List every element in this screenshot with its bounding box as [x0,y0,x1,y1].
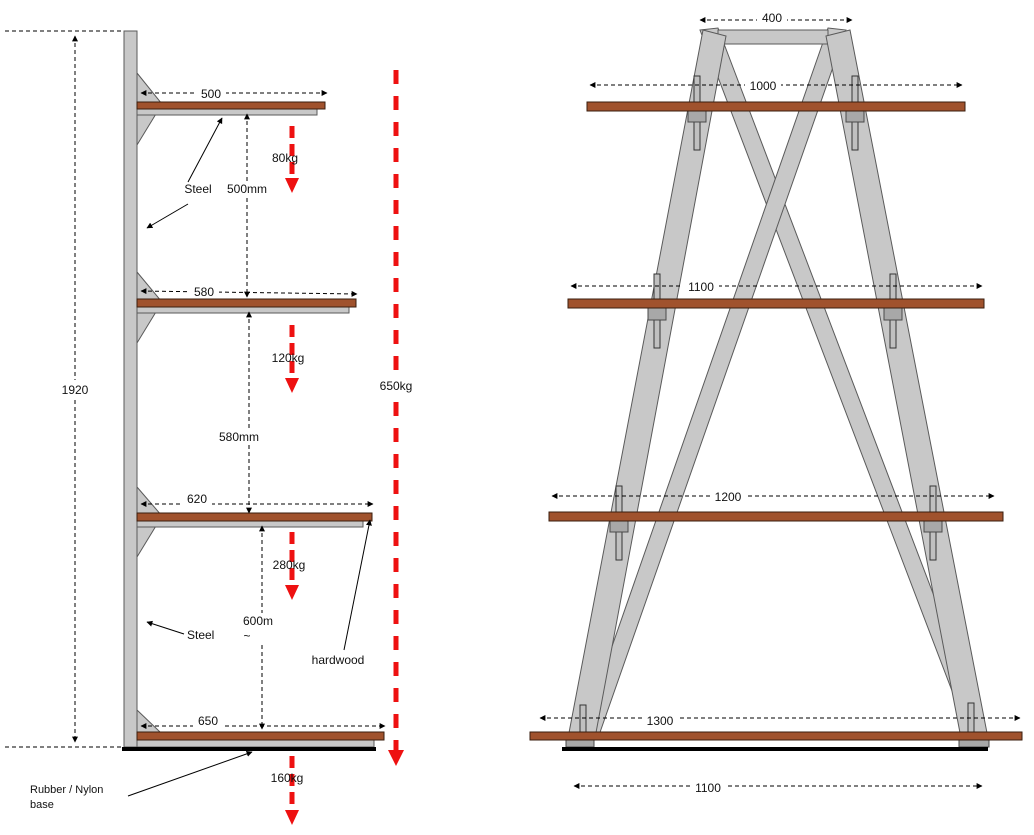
rubber-nylon-base [122,747,376,751]
load-1-label: 80kg [272,151,298,165]
arm-1: 500 [136,71,328,147]
load-2-label: 120kg [272,351,305,365]
top-width-label-bg [757,10,787,24]
shelf-1: 1000 [586,75,966,151]
shelf-4-left-bolt [579,704,587,736]
spacing-3-label-bg [240,613,278,643]
shelf-2: 1100 [567,273,985,349]
shelf-1-right-clamp [845,109,865,123]
base-width-label: 1100 [695,781,721,795]
shelf-3: 1200 [548,485,1004,561]
steel-bottom-label: Steel [187,628,214,642]
shelf-4-length-label: 1300 [647,714,674,728]
shelf-3-hardwood [548,511,1004,522]
arm-2-length-label: 580 [194,285,214,299]
load-4-label: 160kg [271,771,304,785]
spacing-3-label-tail: ~ [243,629,250,643]
load-arrow-1-head [285,178,299,193]
shelf-1-hardwood [586,101,966,112]
load-3-label: 280kg [273,558,306,572]
shelf-3-label-bg [710,489,746,503]
shelf-3-length-label: 1200 [715,490,742,504]
shelf-2-left-clamp [647,307,667,321]
total-load-arrow: 650kg [380,70,413,766]
load-arrow-4-head [285,810,299,825]
load-arrow-3-head [285,585,299,600]
load-arrow-4: 160kg [271,756,304,825]
arm-3-steel [136,520,364,528]
shelf-3-left-clamp [609,519,629,533]
steel-column-leader [146,203,189,229]
shelf-4-hardwood [529,731,1023,741]
arm-2-length-dimension [140,288,358,297]
total-load-label: 650kg [380,379,413,393]
arm-4: 650 [136,708,386,748]
load-arrow-3: 280kg [273,532,306,600]
arm-1-label-bg [196,86,226,100]
base-width-label-bg [690,780,726,794]
base-leader [127,750,253,797]
load-arrow-2-head [285,378,299,393]
arm-4-gusset [136,708,162,735]
spacing-2-label: 580mm [219,430,259,444]
shelf-4-right-bolt [967,702,975,736]
arm-2-label-bg [189,284,219,298]
cross-brace-right-to-left [579,27,847,739]
arm-4-steel [136,739,375,748]
arm-4-length-label: 650 [198,714,218,728]
load-arrow-1: 80kg [272,126,299,193]
arm-4-hardwood [136,731,385,741]
top-width-label: 400 [762,11,782,25]
spacing-1-label: 500mm [227,182,267,196]
shelf-1-length-label: 1000 [750,79,777,93]
arm-1-hardwood [136,101,326,110]
shelf-2-label-bg [683,279,719,293]
shelf-2-right-clamp [883,307,903,321]
shelf-4: 1300 [529,702,1023,741]
spacing-2-label-bg [214,429,264,443]
shelf-1-left-clamp [687,109,707,123]
steel-lower-leader [146,620,185,635]
steel-arm-leader [187,117,223,183]
upright-column [123,30,138,748]
height-label: 1920 [62,383,89,397]
spacing-1-label-bg [222,181,272,195]
arm-3-hardwood [136,512,373,522]
base-label-line1: Rubber / Nylon [30,784,103,796]
top-cross-bar [717,29,829,45]
left-leg [567,29,727,739]
total-load-arrow-head [388,750,404,766]
arm-2-steel [136,306,350,314]
arm-2-hardwood [136,298,357,308]
shelf-4-label-bg [642,712,678,726]
hardwood-leader [343,519,372,651]
base-label-line2: base [30,799,54,811]
arm-4-label-bg [193,713,223,727]
arm-3-length-label: 620 [187,492,207,506]
side-view: 1920 500 580 620 [5,30,413,825]
shelf-3-right-clamp [923,519,943,533]
arm-1-steel [136,108,318,116]
height-label-bg [58,380,92,398]
hardwood-label: hardwood [312,653,365,667]
arm-3: 620 [136,485,374,559]
shelf-2-length-label: 1100 [688,280,714,294]
front-view: 400 1000 [529,10,1023,795]
shelf-2-hardwood [567,298,985,309]
steel-top-label: Steel [184,182,211,196]
shelf-1-label-bg [745,78,781,92]
arm-3-label-bg [182,496,212,510]
load-arrow-2: 120kg [272,325,305,393]
spacing-3-label: 600m [243,614,273,628]
arm-1-length-label: 500 [201,87,221,101]
front-base [562,747,988,751]
